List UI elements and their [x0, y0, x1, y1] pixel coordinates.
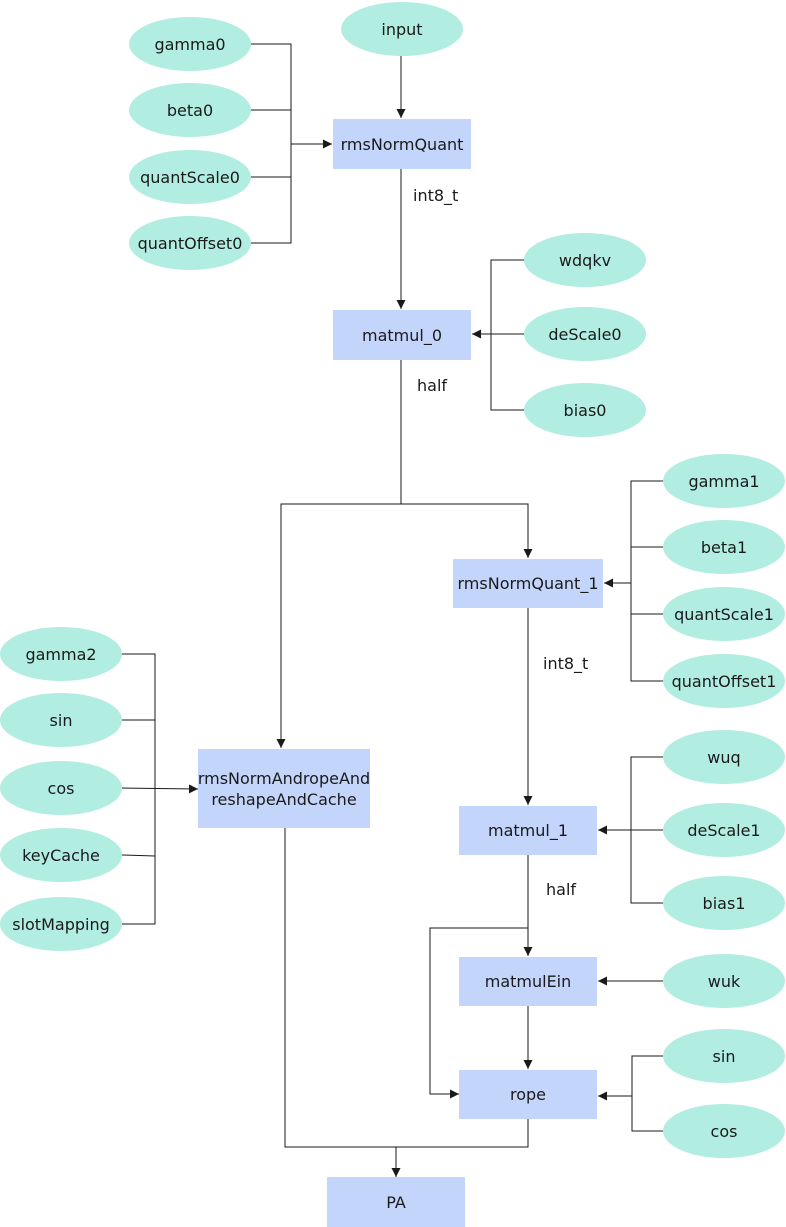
bus-rmsnormandrope-params	[121, 653, 156, 925]
rmsnormandrope-label-line1: rmsNormAndropeAnd	[197, 768, 371, 788]
edge-label-int8-rmsnormquant1: int8_t	[543, 654, 589, 673]
matmul0-box: matmul_0	[333, 310, 471, 360]
bias1-node: bias1	[663, 876, 785, 930]
cos-right-node: cos	[663, 1104, 785, 1158]
quantoffset0-node: quantOffset0	[129, 216, 251, 270]
rope-box: rope	[459, 1070, 597, 1119]
edge-label-int8-rmsnormquant: int8_t	[413, 186, 459, 205]
wuk-node: wuk	[663, 954, 785, 1008]
sin-right-node: sin	[663, 1029, 785, 1083]
gamma0-node: gamma0	[129, 17, 251, 71]
input-node: input	[341, 2, 463, 56]
rmsnormquant1-box: rmsNormQuant_1	[453, 559, 603, 608]
edge-rmsnormandrope-pa	[284, 828, 401, 1177]
descale1-node: deScale1	[663, 803, 785, 857]
rmsnormandrope-label-line2: reshapeAndCache	[211, 789, 357, 809]
quantscale0-node: quantScale0	[129, 150, 251, 204]
edge-matmul1-rope-bypass	[429, 927, 528, 1099]
slotmapping-node: slotMapping	[0, 897, 122, 951]
sin-left-node: sin	[0, 693, 122, 747]
bus-matmul0-params	[490, 259, 525, 411]
matmulein-box: matmulEin	[459, 957, 597, 1006]
edge-label-half-matmul0: half	[417, 376, 448, 395]
wuq-node: wuq	[663, 730, 785, 784]
keycache-node: keyCache	[0, 828, 122, 882]
gamma1-node: gamma1	[663, 454, 785, 508]
quantscale1-node: quantScale1	[663, 587, 785, 641]
cos-left-node: cos	[0, 761, 122, 815]
wdqkv-node: wdqkv	[524, 233, 646, 287]
gamma2-node: gamma2	[0, 627, 122, 681]
beta1-node: beta1	[663, 520, 785, 574]
edge-matmul0-split	[276, 360, 402, 748]
bias0-node: bias0	[524, 383, 646, 437]
rmsnormandrope-box: rmsNormAndropeAnd reshapeAndCache	[198, 749, 370, 828]
quantoffset1-node: quantOffset1	[663, 654, 785, 708]
edge-label-half-matmul1: half	[546, 880, 577, 899]
edge-params-rmsnormandrope	[121, 784, 199, 794]
bus-rope-params	[631, 1055, 663, 1132]
descale0-node: deScale0	[524, 307, 646, 361]
edge-rope-pa	[396, 1119, 529, 1148]
bus-matmul1-params	[630, 756, 663, 904]
edge-split-rmsnormquant1	[401, 503, 533, 558]
rmsnormquant-box: rmsNormQuant	[333, 119, 471, 169]
beta0-node: beta0	[129, 83, 251, 137]
matmul1-box: matmul_1	[459, 806, 597, 855]
pa-box: PA	[327, 1177, 465, 1227]
bus-rmsnormquant1-params	[630, 480, 663, 682]
